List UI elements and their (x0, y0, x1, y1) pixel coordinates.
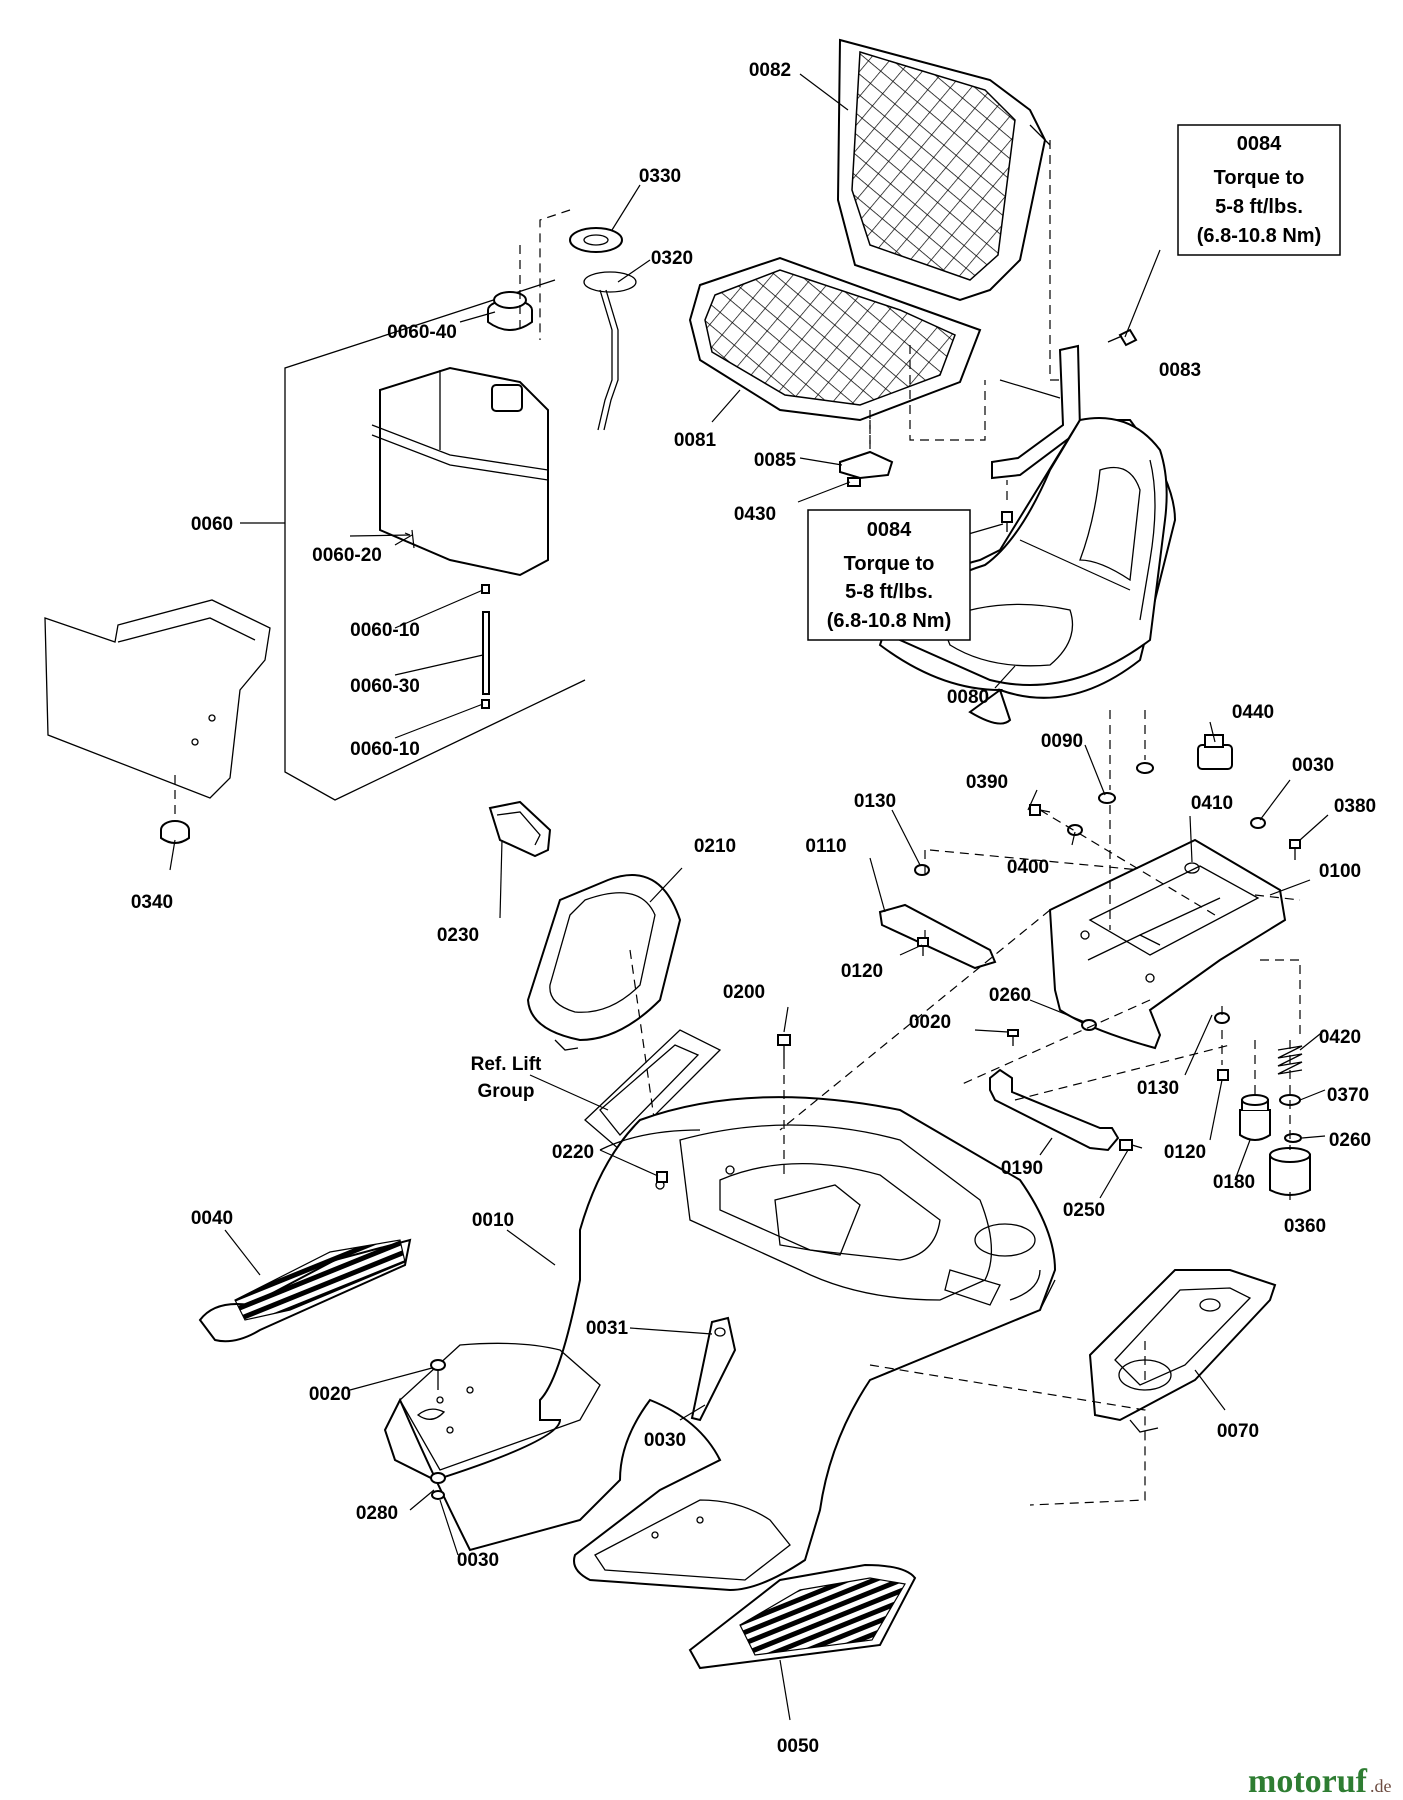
label-0420: 0420 (1319, 1027, 1361, 1048)
label-0020-lower: 0020 (309, 1384, 351, 1405)
torque-spec-box-mid: 0084 Torque to 5-8 ft/lbs. (6.8-10.8 Nm) (807, 509, 971, 641)
label-0085: 0085 (754, 450, 797, 471)
seat-pan (1048, 838, 1301, 1050)
label-0120-lower: 0120 (1164, 1142, 1206, 1163)
label-0060-20: 0060-20 (312, 545, 382, 566)
seat-cushion-mesh (688, 256, 986, 450)
label-0060-30: 0060-30 (350, 676, 420, 697)
torque-box-top-part: 0084 (1237, 133, 1282, 155)
label-0030-lower: 0030 (457, 1550, 499, 1571)
label-0030-mid: 0030 (644, 1430, 686, 1451)
label-0082: 0082 (749, 60, 791, 81)
label-0340: 0340 (131, 892, 173, 913)
fuel-tank (371, 366, 549, 577)
label-0031: 0031 (586, 1318, 629, 1339)
label-0090: 0090 (1041, 731, 1083, 752)
ref-lift-group-outline (584, 1029, 722, 1151)
watermark-logo: motoruf .de (1248, 1763, 1392, 1800)
torque-box-mid-line1: Torque to (844, 553, 935, 575)
torque-box-top-line3: (6.8-10.8 Nm) (1197, 225, 1322, 247)
seat-switch (1197, 734, 1233, 770)
label-0010: 0010 (472, 1210, 514, 1231)
label-0320: 0320 (651, 248, 693, 269)
label-0280: 0280 (356, 1503, 398, 1524)
label-0040: 0040 (191, 1208, 233, 1229)
torque-spec-box-top: 0084 Torque to 5-8 ft/lbs. (6.8-10.8 Nm) (1177, 124, 1341, 256)
label-0081: 0081 (674, 430, 717, 451)
side-panel (44, 599, 271, 844)
grommet-and-clip (519, 209, 637, 431)
label-0060-10-lower: 0060-10 (350, 739, 420, 760)
torque-box-mid-part: 0084 (867, 519, 912, 541)
seat-bracket (991, 140, 1138, 532)
label-0030-seat: 0030 (1292, 755, 1334, 776)
label-0260-lower: 0260 (1329, 1130, 1371, 1151)
torque-box-top-line2: 5-8 ft/lbs. (1215, 196, 1303, 218)
label-0060-40: 0060-40 (387, 322, 457, 343)
label-0330: 0330 (639, 166, 681, 187)
fuel-tank-group-bracket (240, 279, 586, 801)
label-ref-lift-line1: Ref. Lift (471, 1054, 542, 1075)
footrest-right (688, 1563, 917, 1670)
label-0220: 0220 (552, 1142, 594, 1163)
body-fasteners (430, 1034, 791, 1500)
fuel-line-parts (481, 584, 490, 709)
label-0380: 0380 (1334, 796, 1376, 817)
torque-box-mid-line2: 5-8 ft/lbs. (845, 581, 933, 603)
seat-back-mesh (836, 38, 1051, 302)
footrest-left (198, 1238, 412, 1343)
seat-fasteners (1029, 710, 1301, 860)
fuel-cap (487, 291, 533, 331)
label-0200: 0200 (723, 982, 765, 1003)
label-0210: 0210 (694, 836, 736, 857)
label-ref-lift-line2: Group (478, 1081, 535, 1102)
label-0070: 0070 (1217, 1421, 1259, 1442)
label-0120-upper: 0120 (841, 961, 883, 982)
mid-bracket (690, 1316, 737, 1422)
pedal-cap (488, 800, 552, 858)
seat-slide-plate (878, 849, 1141, 970)
label-0430: 0430 (734, 504, 776, 525)
label-0250: 0250 (1063, 1200, 1105, 1221)
seat-clip (839, 420, 894, 487)
fender-cover (526, 874, 682, 1161)
label-0083: 0083 (1159, 360, 1201, 381)
label-0190: 0190 (1001, 1158, 1043, 1179)
label-0110: 0110 (805, 836, 846, 857)
label-0020-upper: 0020 (909, 1012, 951, 1033)
part-labels: 0082 0330 0320 0060-40 0081 0083 0085 04… (131, 60, 1376, 1757)
watermark-suffix: .de (1370, 1776, 1392, 1796)
leader-lines (169, 73, 1329, 1721)
label-0180: 0180 (1213, 1172, 1255, 1193)
cup-holder-console (869, 1269, 1277, 1506)
label-0060-10-upper: 0060-10 (350, 620, 420, 641)
label-0230: 0230 (437, 925, 479, 946)
label-0100: 0100 (1319, 861, 1361, 882)
label-0050: 0050 (777, 1736, 819, 1757)
label-0080: 0080 (947, 687, 989, 708)
label-0260-upper: 0260 (989, 985, 1031, 1006)
label-0390: 0390 (966, 772, 1008, 793)
label-0130-upper: 0130 (854, 791, 896, 812)
label-0440: 0440 (1232, 702, 1274, 723)
label-0410: 0410 (1191, 793, 1233, 814)
seat-mount-bracket (989, 1019, 1231, 1152)
seat-mount-isolators (1214, 1012, 1311, 1196)
watermark-brand: motoruf (1248, 1763, 1368, 1800)
torque-box-mid-line3: (6.8-10.8 Nm) (827, 610, 952, 632)
label-0060: 0060 (191, 514, 233, 535)
label-0400: 0400 (1007, 857, 1049, 878)
label-0370: 0370 (1327, 1085, 1369, 1106)
label-0130-lower: 0130 (1137, 1078, 1179, 1099)
assembly-guide-lines (779, 805, 1291, 1380)
torque-box-top-line1: Torque to (1214, 167, 1305, 189)
label-0360: 0360 (1284, 1216, 1326, 1237)
